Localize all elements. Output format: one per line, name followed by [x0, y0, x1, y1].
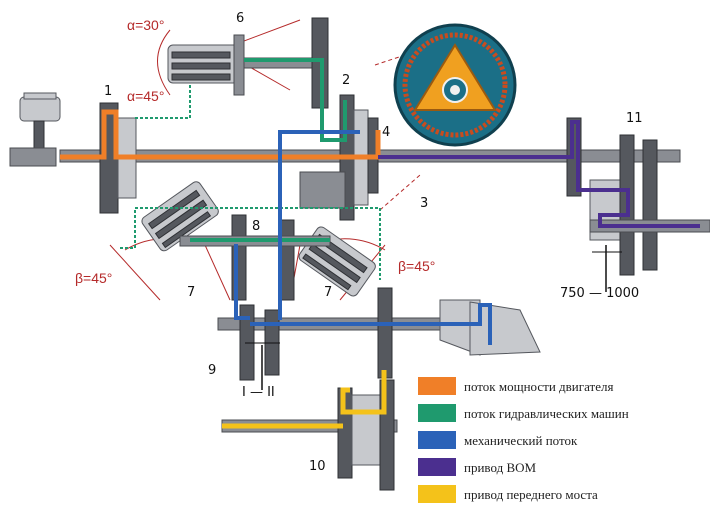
legend: поток мощности двигателя поток гидравличе… [418, 377, 629, 503]
hydraulic-motor-left [141, 181, 219, 252]
pto-flow-path [378, 120, 700, 228]
legend-label-1: поток гидравлических машин [464, 406, 629, 421]
legend-label-4: привод переднего моста [464, 487, 598, 502]
callout-3: 3 [420, 196, 428, 211]
hydraulic-flow-path [118, 58, 381, 280]
angle-beta-left: β=45° [75, 270, 112, 286]
rear-axle-gear [439, 299, 541, 356]
mechanical-flow-path [234, 130, 492, 345]
callout-6: 6 [236, 11, 244, 26]
rotor-housing [393, 23, 517, 147]
legend-swatch-1 [418, 404, 456, 422]
callout-7-left: 7 [187, 285, 195, 300]
callout-10: 10 [309, 459, 326, 474]
pto-speed-selector: 750 — 1000 [560, 245, 639, 301]
callout-2: 2 [342, 73, 350, 88]
legend-label-0: поток мощности двигателя [464, 379, 613, 394]
callout-7-right: 7 [324, 285, 332, 300]
callout-9: 9 [208, 363, 216, 378]
callout-8: 8 [252, 219, 260, 234]
pto-assembly [566, 117, 710, 276]
range-selector: I — II [242, 342, 280, 400]
angle-beta-right: β=45° [398, 258, 435, 274]
front-axle-flow-path [222, 370, 387, 429]
engine-piston [9, 92, 61, 167]
callout-4: 4 [382, 125, 390, 140]
gear-8b [279, 219, 295, 301]
legend-swatch-4 [418, 485, 456, 503]
angle-alpha-45: α=45° [127, 88, 164, 104]
callout-1: 1 [104, 84, 112, 99]
hydraulic-pump-6 [167, 34, 315, 96]
legend-swatch-2 [418, 431, 456, 449]
legend-swatch-0 [418, 377, 456, 395]
callout-11: 11 [626, 111, 643, 126]
legend-label-2: механический поток [464, 433, 578, 448]
angle-alpha-30: α=30° [127, 17, 164, 33]
output-big-gear [377, 287, 393, 379]
pto-speed-label: 750 — 1000 [560, 286, 639, 301]
range-selector-label: I — II [242, 385, 275, 400]
legend-swatch-3 [418, 458, 456, 476]
legend-label-3: привод ВОМ [464, 460, 537, 475]
